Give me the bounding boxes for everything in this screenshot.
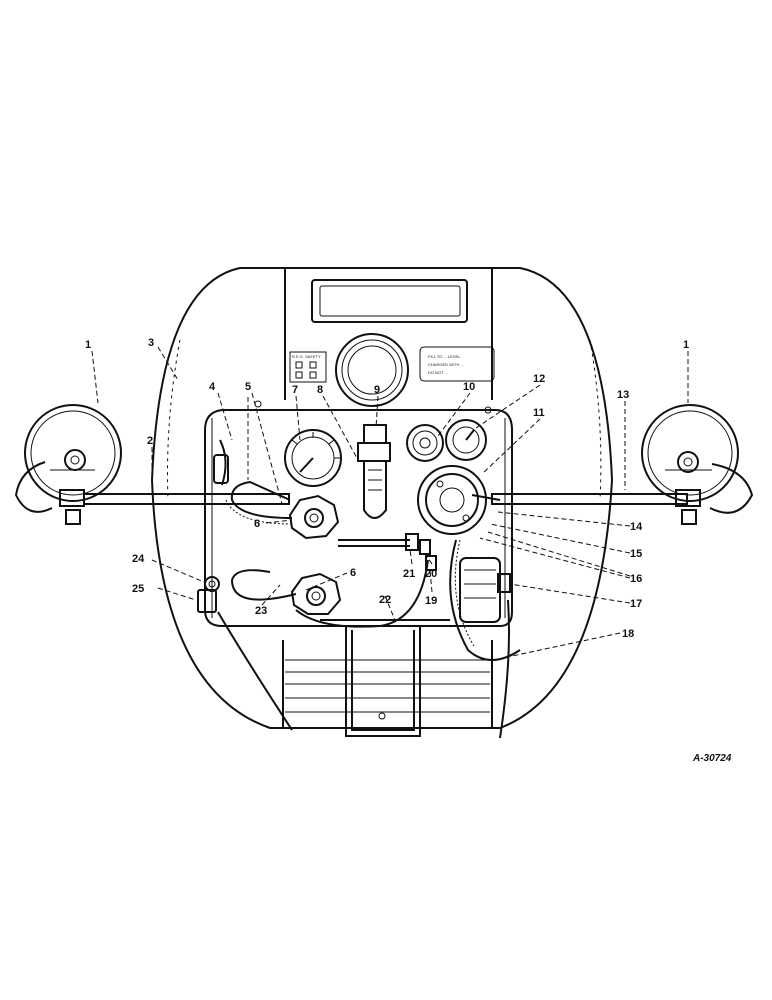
- callout-25: 25: [132, 583, 144, 595]
- regulator-11: [417, 465, 501, 535]
- callout-10: 10: [463, 381, 475, 393]
- callout-13: 13: [617, 389, 629, 401]
- callout-6-lower: 6: [350, 567, 356, 579]
- callout-14: 14: [630, 521, 643, 533]
- figure-id: A-30724: [692, 753, 732, 764]
- callout-15: 15: [630, 548, 642, 560]
- safety-plate-header: R.E.G. SAFETY: [292, 354, 321, 359]
- callout-17: 17: [630, 598, 642, 610]
- callout-2: 2: [147, 435, 153, 447]
- callout-labels: 1 1 2 3 4 5 6 6 7 8 9 10 11 12 13 14 15 …: [85, 337, 689, 640]
- hand-valve-upper: [288, 494, 340, 540]
- callout-1-left: 1: [85, 339, 91, 351]
- mounting-bars: [83, 493, 688, 505]
- tank-body: [150, 267, 614, 729]
- safety-plate-left: R.E.G. SAFETY: [289, 351, 327, 383]
- callout-1-right: 1: [683, 339, 689, 351]
- callout-19: 19: [425, 595, 437, 607]
- leader-lines: [91, 346, 689, 657]
- callout-4: 4: [209, 381, 216, 393]
- sight-gauge: [335, 333, 409, 407]
- mounting-bracket: [320, 619, 450, 737]
- gauge-7: [284, 429, 342, 487]
- callout-6-upper: 6: [254, 518, 260, 530]
- instruction-line-2: CHARGED WITH ...: [428, 362, 464, 367]
- control-panel: [204, 400, 513, 627]
- callout-8: 8: [317, 384, 323, 396]
- left-side-fittings: [197, 439, 510, 739]
- callout-9: 9: [374, 384, 380, 396]
- gauge-12: [445, 419, 487, 461]
- instruction-plate-right: FILL TO ... LEVEL CHARGED WITH ... DO NO…: [419, 346, 495, 382]
- callout-21: 21: [403, 568, 415, 580]
- lamp-right: [641, 404, 754, 525]
- callout-16: 16: [630, 573, 642, 585]
- hoses: [225, 480, 521, 661]
- callout-23: 23: [255, 605, 267, 617]
- callout-7: 7: [292, 384, 298, 396]
- callout-3: 3: [148, 337, 154, 349]
- lamp-left: [14, 404, 122, 525]
- callout-5: 5: [245, 381, 251, 393]
- callout-20: 20: [425, 568, 437, 580]
- callout-22: 22: [379, 594, 391, 606]
- callout-18: 18: [622, 628, 634, 640]
- callout-24: 24: [132, 553, 145, 565]
- hand-valve-lower: [290, 572, 342, 615]
- callout-11: 11: [533, 407, 545, 419]
- instruction-line-3: DO NOT ...: [428, 370, 448, 375]
- callout-12: 12: [533, 373, 545, 385]
- filter-canister: [459, 557, 511, 623]
- valve-9-assembly: [357, 424, 391, 519]
- instruction-line-1: FILL TO ... LEVEL: [428, 354, 461, 359]
- gauge-10: [406, 424, 444, 462]
